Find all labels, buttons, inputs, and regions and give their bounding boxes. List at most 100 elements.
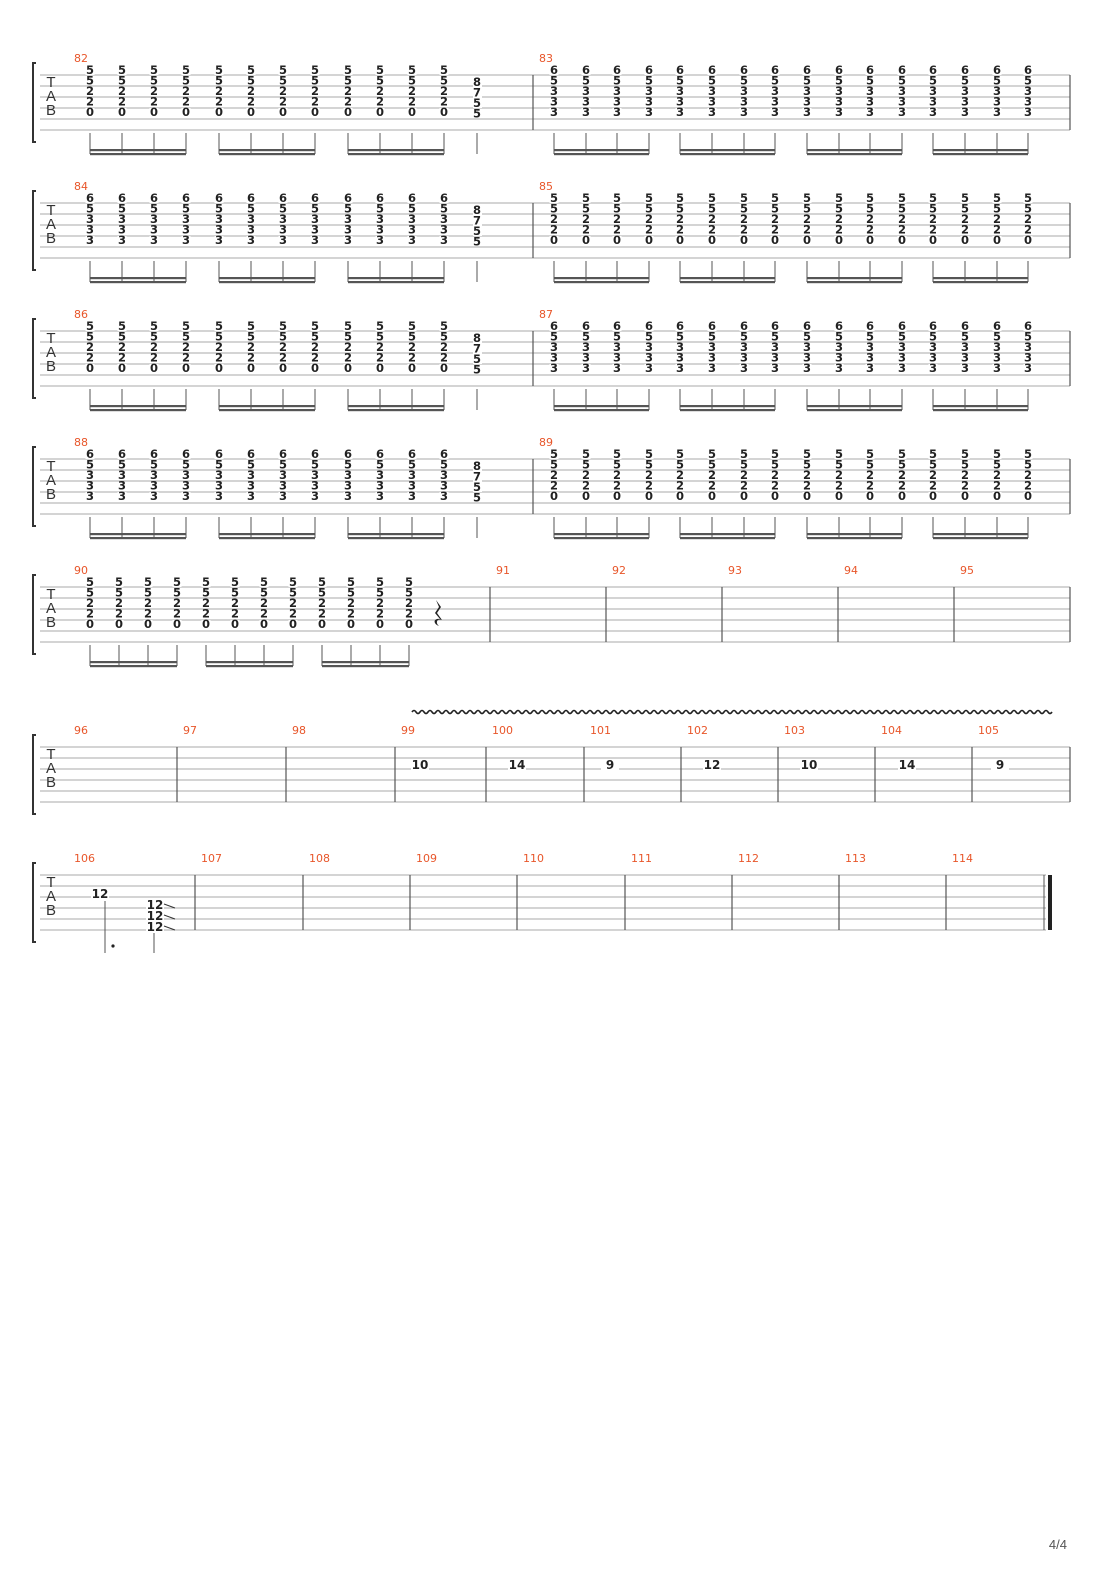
- fret-number: 5: [1024, 191, 1032, 205]
- fret-number: 6: [740, 319, 748, 333]
- measure-number: 108: [309, 852, 330, 865]
- fret-mask: [770, 353, 780, 363]
- fret-number: 3: [344, 233, 352, 247]
- fret-number: 6: [866, 63, 874, 77]
- fret-mask: [149, 343, 159, 352]
- fret-mask: [172, 609, 182, 619]
- beam: [90, 409, 186, 412]
- fret-mask: [310, 471, 320, 480]
- fret-number: 3: [1024, 351, 1032, 365]
- fret-mask: [897, 471, 907, 480]
- fret-mask: [375, 609, 385, 619]
- fret-number: 5: [440, 458, 448, 472]
- fret-mask: [214, 225, 224, 235]
- fret-mask: [928, 215, 938, 224]
- fret-number: 6: [440, 447, 448, 461]
- fret-number: 2: [961, 468, 969, 482]
- fret-mask: [310, 97, 320, 107]
- fret-number: 5: [1024, 458, 1032, 472]
- fret-mask: [612, 450, 622, 459]
- fret-mask: [407, 236, 417, 245]
- fret-mask: [246, 215, 256, 224]
- fret-number: 5: [150, 458, 158, 472]
- fret-mask: [739, 481, 749, 491]
- fret-number: 6: [898, 319, 906, 333]
- fret-number: 2: [118, 351, 126, 365]
- fret-mask: [343, 332, 353, 342]
- fret-mask: [246, 236, 256, 245]
- fret-mask: [865, 236, 875, 245]
- fret-number: 3: [803, 84, 811, 98]
- fret-number: 3: [408, 468, 416, 482]
- fret-mask: [897, 332, 907, 342]
- fret-mask: [644, 215, 654, 224]
- fret-mask: [343, 236, 353, 245]
- fret-mask: [865, 332, 875, 342]
- fret-number: 6: [408, 447, 416, 461]
- fret-mask: [549, 322, 559, 331]
- fret-mask: [897, 204, 907, 214]
- fret-mask: [739, 76, 749, 86]
- fret-mask: [928, 204, 938, 214]
- fret-mask: [549, 76, 559, 86]
- fret-mask: [707, 450, 717, 459]
- fret-number: 5: [961, 458, 969, 472]
- fret-mask: [439, 204, 449, 214]
- fret-number: 5: [740, 330, 748, 344]
- fret-number: 10: [412, 758, 429, 772]
- fret-mask: [675, 364, 685, 373]
- fret-number: 3: [898, 105, 906, 119]
- beam: [933, 153, 1028, 156]
- fret-number: 2: [215, 84, 223, 98]
- fret-number: 2: [1024, 468, 1032, 482]
- beam: [554, 153, 649, 156]
- fret-number: 5: [961, 191, 969, 205]
- fret-mask: [928, 343, 938, 352]
- fret-mask: [549, 66, 559, 75]
- fret-number: 6: [898, 63, 906, 77]
- fret-mask: [802, 481, 812, 491]
- fret-number: 3: [279, 479, 287, 493]
- fret-mask: [960, 236, 970, 245]
- fret-number: 3: [708, 105, 716, 119]
- fret-number: 5: [376, 202, 384, 216]
- fret-number: 3: [708, 95, 716, 109]
- beam: [680, 281, 775, 284]
- tab-clef-letter: B: [46, 614, 56, 631]
- fret-number: 0: [582, 233, 590, 247]
- fret-number: 5: [676, 458, 684, 472]
- fret-mask: [214, 66, 224, 75]
- fret-mask: [214, 322, 224, 331]
- fret-number: 3: [376, 233, 384, 247]
- fret-mask: [897, 225, 907, 235]
- fret-mask: [675, 87, 685, 96]
- fret-number: 2: [961, 223, 969, 237]
- fret-mask: [865, 353, 875, 363]
- fret-number: 3: [613, 340, 621, 354]
- fret-mask: [278, 450, 288, 459]
- fret-mask: [834, 76, 844, 86]
- fret-number: 5: [118, 319, 126, 333]
- fret-mask: [644, 353, 654, 363]
- beam: [322, 665, 409, 668]
- fret-mask: [439, 108, 449, 117]
- fret-number: 5: [344, 63, 352, 77]
- fret-mask: [739, 353, 749, 363]
- fret-mask: [644, 194, 654, 203]
- fret-mask: [928, 332, 938, 342]
- fret-number: 5: [929, 202, 937, 216]
- fret-mask: [149, 215, 159, 224]
- fret-number: 0: [231, 617, 239, 631]
- fret-number: 5: [311, 458, 319, 472]
- fret-mask: [707, 364, 717, 373]
- fret-number: 5: [866, 447, 874, 461]
- fret-mask: [612, 66, 622, 75]
- fret-mask: [1023, 66, 1033, 75]
- fret-number: 3: [1024, 340, 1032, 354]
- fret-mask: [85, 450, 95, 459]
- fret-number: 3: [311, 468, 319, 482]
- fret-mask: [897, 322, 907, 331]
- fret-number: 5: [550, 330, 558, 344]
- fret-number: 3: [898, 361, 906, 375]
- tab-clef-letter: B: [46, 102, 56, 119]
